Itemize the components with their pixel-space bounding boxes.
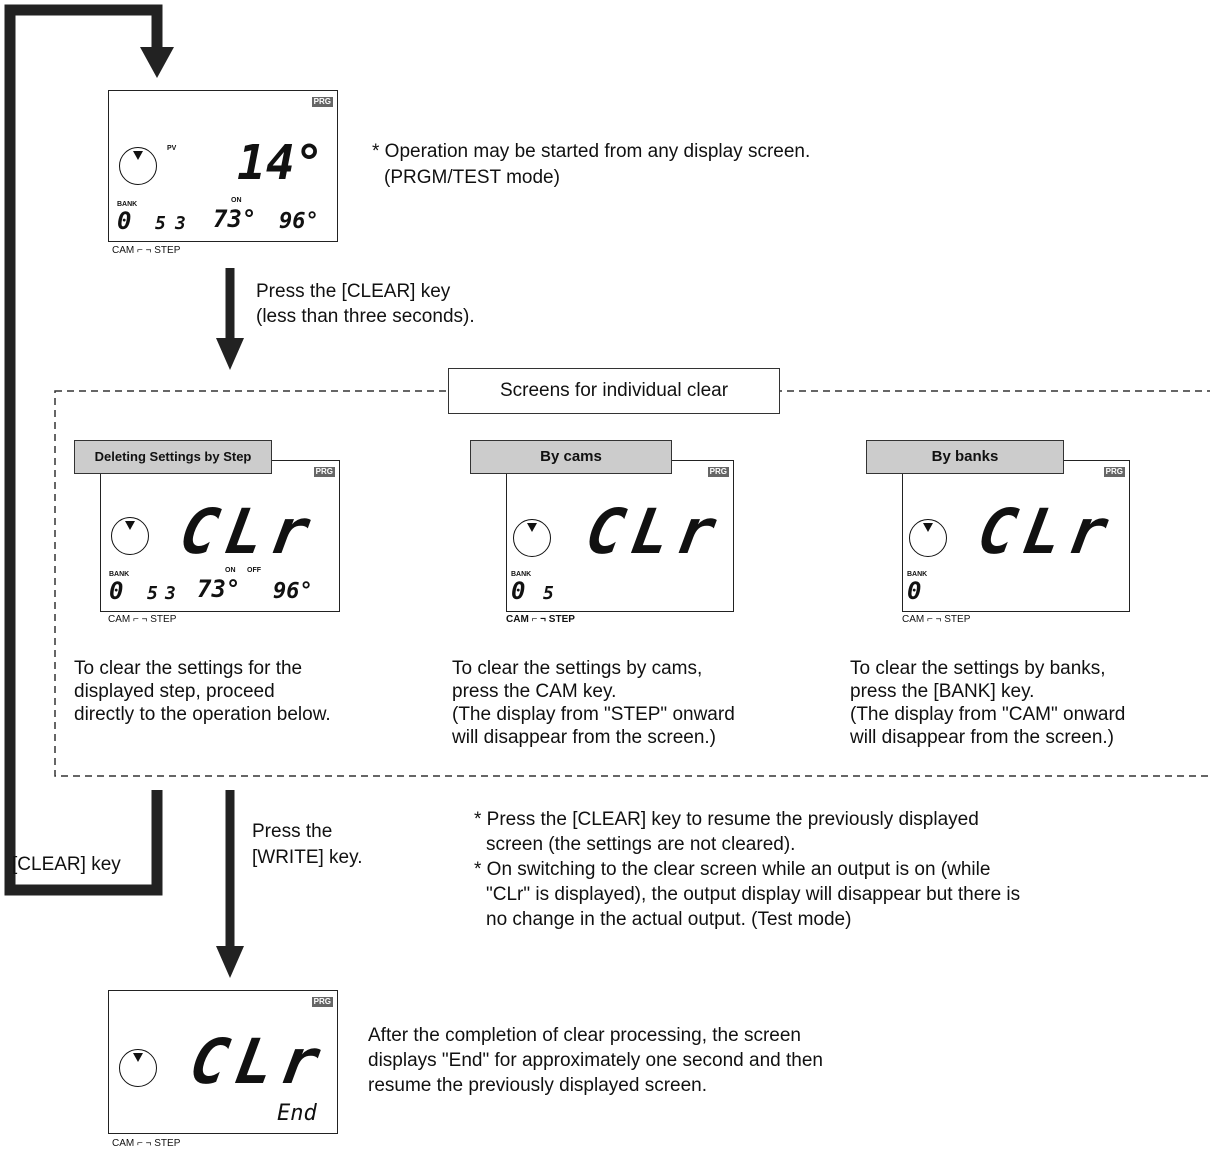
dial-icon	[513, 519, 551, 557]
clr-display: CLr	[972, 495, 1122, 568]
top-arrow-head	[140, 47, 174, 78]
bank-digit: 0	[511, 577, 526, 605]
prg-badge: PRG	[311, 997, 333, 1007]
prg-badge: PRG	[313, 467, 335, 477]
star-note-2c: no change in the actual output. (Test mo…	[486, 909, 852, 930]
prg-badge: PRG	[707, 467, 729, 477]
box2-header: By cams	[470, 440, 672, 474]
cam-step-label: CAM ⌐ ¬ STEP	[902, 614, 971, 625]
clear-key-label: [CLEAR] key	[12, 854, 121, 875]
section-title: Screens for individual clear	[448, 368, 780, 414]
press-clear-2: (less than three seconds).	[256, 306, 475, 327]
box3-header: By banks	[866, 440, 1064, 474]
lcd-step: PRG CLr BANK 0 5 3 ON OFF 73° 96°	[100, 460, 340, 612]
prg-badge: PRG	[311, 97, 333, 107]
final-note-2: displays "End" for approximately one sec…	[368, 1050, 823, 1071]
star-note-1a: * Press the [CLEAR] key to resume the pr…	[474, 809, 979, 830]
arrow-head-2	[216, 946, 244, 978]
final-note-1: After the completion of clear processing…	[368, 1025, 802, 1046]
clr-display: CLr	[174, 495, 324, 568]
dial-icon	[119, 1049, 157, 1087]
cam-digit: 5	[155, 213, 166, 234]
col2-text: To clear the settings by cams,press the …	[452, 658, 735, 748]
bank-digit: 0	[117, 207, 132, 235]
on-label: ON	[225, 567, 236, 574]
box1-header: Deleting Settings by Step	[74, 440, 272, 474]
press-clear-1: Press the [CLEAR] key	[256, 281, 451, 302]
lcd-bank: PRG CLr BANK 0	[902, 460, 1130, 612]
cam-digit: 5	[147, 583, 158, 604]
cam-digit: 5	[543, 583, 554, 604]
loop-line	[4, 4, 163, 896]
off-value: 96°	[273, 579, 313, 604]
bank-label: BANK	[907, 571, 928, 578]
star-note-2a: * On switching to the clear screen while…	[474, 859, 991, 880]
cam-step-label: CAM ⌐ ¬ STEP	[108, 614, 177, 625]
on-value: 73°	[213, 205, 257, 233]
dial-icon	[909, 519, 947, 557]
prg-badge: PRG	[1103, 467, 1125, 477]
lcd-top: PRG PV 14° BANK 0 5 3 ON 73° 96°	[108, 90, 338, 242]
on-value: 73°	[197, 575, 241, 603]
dial-icon	[119, 147, 157, 185]
cam-step-label: CAM ⌐ ¬ STEP	[506, 614, 575, 625]
section-dashed-box	[54, 390, 1210, 777]
on-label: ON	[231, 197, 242, 204]
top-note-1: * Operation may be started from any disp…	[372, 141, 811, 162]
bank-digit: 0	[109, 577, 124, 605]
pv-value: 14°	[237, 135, 324, 191]
step-digit: 3	[165, 583, 176, 604]
bank-digit: 0	[907, 577, 922, 605]
lcd-cam: PRG CLr BANK 0 5	[506, 460, 734, 612]
final-note-3: resume the previously displayed screen.	[368, 1075, 708, 1096]
star-note-2b: "CLr" is displayed), the output display …	[486, 884, 1021, 905]
star-note-1b: screen (the settings are not cleared).	[486, 834, 796, 855]
off-value: 96°	[279, 209, 319, 234]
press-write-1: Press the	[252, 821, 333, 842]
bank-label: BANK	[117, 201, 138, 208]
end-display: End	[277, 1101, 317, 1126]
arrow-head-1	[216, 338, 244, 370]
clr-display: CLr	[580, 495, 730, 568]
press-write-2: [WRITE] key.	[252, 847, 363, 868]
cam-step-label: CAM ⌐ ¬ STEP	[112, 1138, 181, 1149]
dial-icon	[111, 517, 149, 555]
col3-text: To clear the settings by banks,press the…	[850, 658, 1126, 748]
off-label: OFF	[247, 567, 261, 574]
step-digit: 3	[175, 213, 186, 234]
clr-display: CLr	[184, 1025, 334, 1098]
bank-label: BANK	[109, 571, 130, 578]
lcd-final: PRG CLr End	[108, 990, 338, 1134]
cam-step-label: CAM ⌐ ¬ STEP	[112, 245, 181, 256]
pv-label: PV	[167, 145, 177, 152]
bank-label: BANK	[511, 571, 532, 578]
top-note-2: (PRGM/TEST mode)	[384, 167, 560, 188]
